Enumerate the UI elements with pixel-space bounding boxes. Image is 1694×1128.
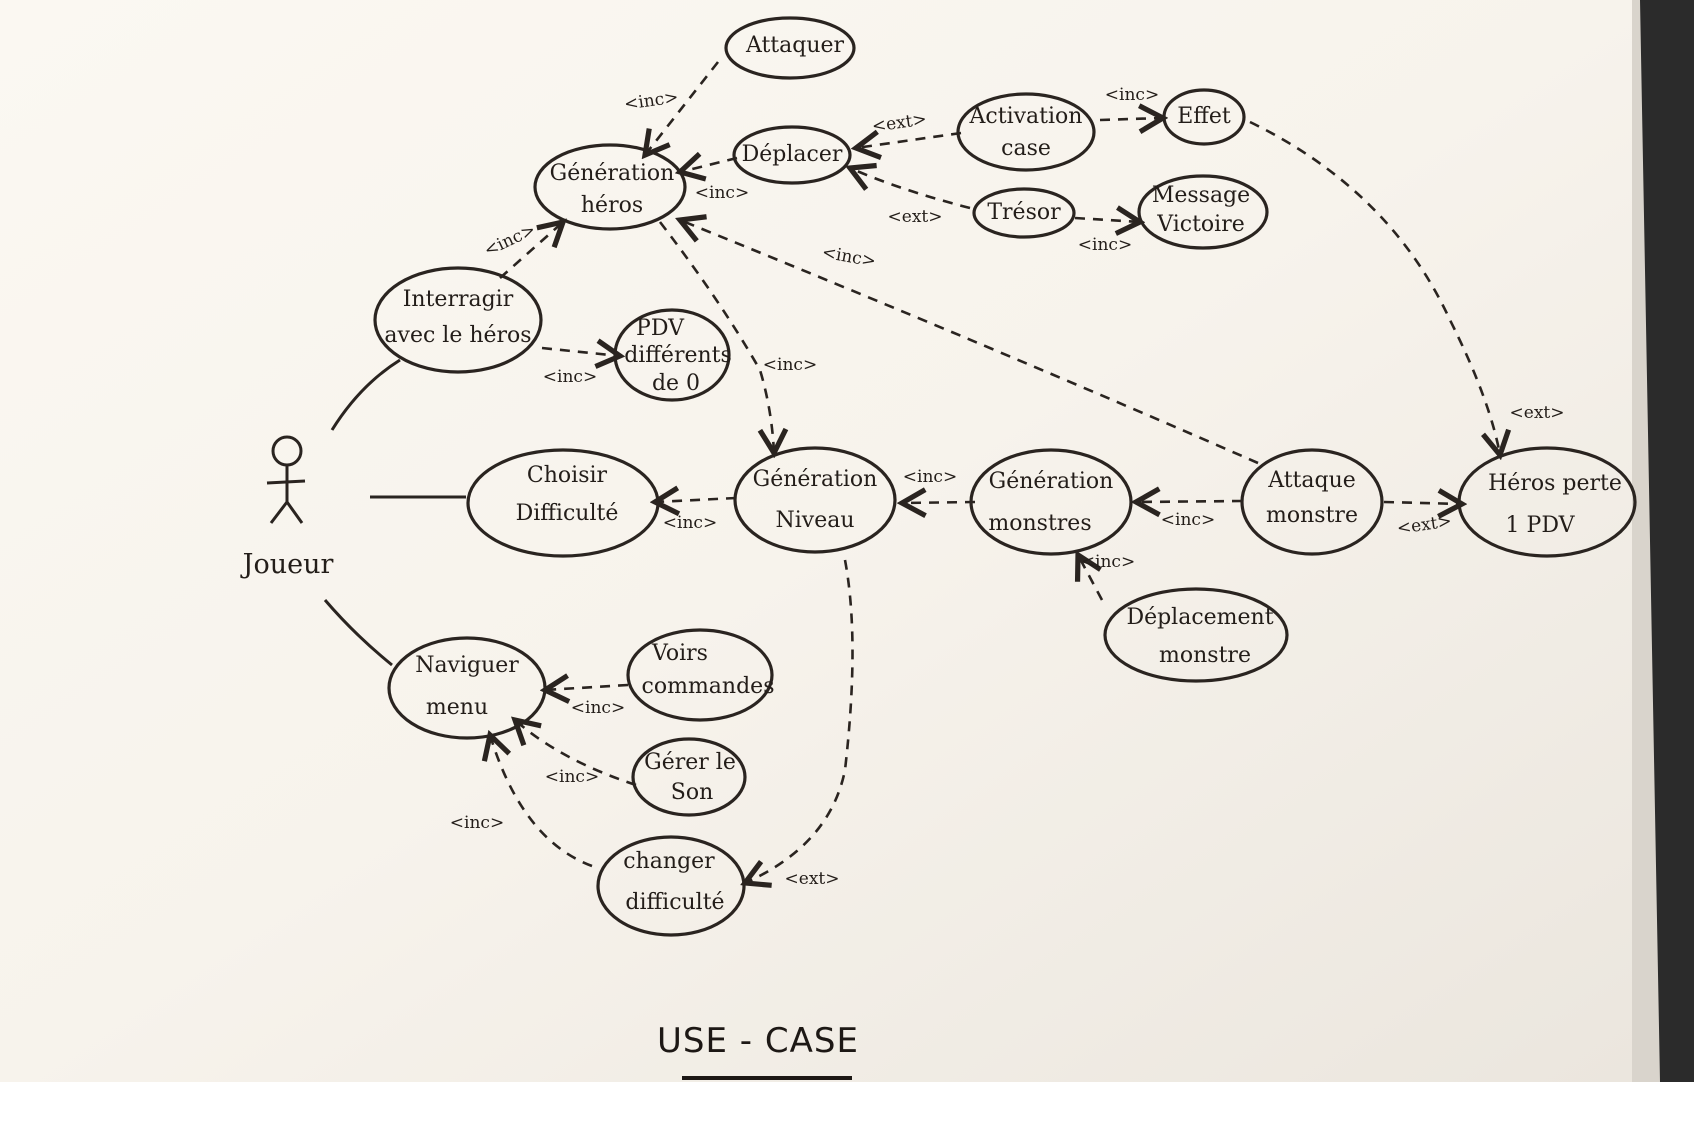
svg-text:Génération: Génération [753,467,878,492]
svg-text:Voirs: Voirs [651,641,708,666]
dep-gerer-son-naviguer [515,720,637,787]
use-case-choisir-difficulte[interactable]: Choisir Difficulté [466,448,660,558]
actor-arms [266,479,306,485]
dep-changer-naviguer [490,735,593,868]
stereo-inc-11: <inc> [1161,510,1215,530]
dep-niveau-choisir [655,498,737,502]
svg-text:Difficulté: Difficulté [516,501,619,526]
svg-text:menu: menu [426,695,488,720]
use-case-message-victoire[interactable]: Message Victoire [1137,174,1269,250]
stereo-inc-13: <inc> [571,698,625,718]
use-case-activation-case[interactable]: Activation case [956,92,1096,172]
dep-generation-heros-niveau [658,221,774,453]
svg-text:Trésor: Trésor [987,200,1061,225]
svg-text:héros: héros [581,193,643,218]
svg-text:commandes: commandes [642,674,775,699]
svg-text:Choisir: Choisir [527,463,608,488]
assoc-joueur-interagir [330,358,401,431]
svg-text:Génération: Génération [989,469,1114,494]
use-case-attaquer[interactable]: Attaquer [724,16,856,80]
svg-text:Interragir: Interragir [403,287,514,312]
assoc-joueur-naviguer [323,599,393,667]
use-case-heros-perte[interactable]: Héros perte 1 PDV [1457,446,1637,558]
svg-text:1 PDV: 1 PDV [1506,513,1576,538]
stereo-ext-2: <ext> [888,207,943,227]
svg-text:Génération: Génération [550,161,675,186]
stereo-inc-15: <inc> [450,813,504,833]
stereo-inc-3: <inc> [1105,85,1159,105]
stereo-ext-5: <ext> [785,869,840,889]
use-case-attaque-monstre[interactable]: Attaque monstre [1240,448,1384,556]
use-case-naviguer-menu[interactable]: Naviguer menu [387,636,547,740]
use-case-deplacer[interactable]: Déplacer [732,125,852,185]
svg-text:Attaquer: Attaquer [745,33,845,58]
use-case-diagram: Joueur <inc> <inc> <ext> <inc> <ext> <in… [0,0,1660,1082]
stereo-inc-14: <inc> [545,767,599,787]
svg-text:monstres: monstres [988,511,1091,536]
dep-attaque-monstre-generation-heros [680,220,1259,465]
dep-voir-commandes-naviguer [545,685,629,690]
svg-text:changer: changer [623,849,715,874]
actor-name: Joueur [240,549,334,580]
stereo-inc-4: <inc> [1078,235,1132,255]
dep-niveau-changer [745,559,854,883]
dep-tresor-message [1074,218,1140,222]
svg-text:difficulté: difficulté [625,890,724,915]
dep-deplacement-monstres [1078,555,1104,601]
use-case-effet[interactable]: Effet [1162,88,1246,146]
svg-text:avec le héros: avec le héros [384,323,531,348]
stereo-inc-6: <inc> [543,367,597,387]
use-case-generation-niveau[interactable]: Génération Niveau [733,446,897,554]
dep-deplacer-generation-heros [680,158,738,172]
stereo-ext-3: <ext> [1510,403,1565,423]
dep-interagir-generation-heros [499,222,563,279]
use-case-voir-commandes[interactable]: Voirs commandes [626,628,775,722]
svg-text:Naviguer: Naviguer [415,653,519,678]
use-case-gerer-son[interactable]: Gérer le Son [631,737,747,817]
dep-attaquer-generation-heros [645,61,720,155]
diagram-title: USE - CASE [657,1021,859,1061]
svg-text:PDV: PDV [636,316,685,341]
svg-text:Son: Son [671,780,714,805]
dep-attaque-monstre-heros-perte [1383,502,1462,504]
use-case-generation-heros[interactable]: Génération héros [533,143,687,231]
use-case-generation-monstres[interactable]: Génération monstres [969,448,1133,556]
use-case-pdv[interactable]: PDV différents de 0 [613,308,732,402]
dep-interagir-pdv [541,348,620,356]
dep-effet-heros-perte [1249,120,1500,455]
svg-text:de 0: de 0 [652,371,700,396]
svg-text:case: case [1001,136,1051,161]
svg-text:Attaque: Attaque [1267,468,1356,493]
svg-text:Gérer le: Gérer le [644,750,736,775]
paper-curl [1620,0,1660,1082]
svg-text:Déplacement: Déplacement [1126,605,1273,630]
use-case-deplacement-monstre[interactable]: Déplacement monstre [1103,587,1289,683]
svg-text:Message: Message [1152,183,1250,208]
dep-monstres-niveau [902,502,976,503]
page-margin [0,1082,1694,1128]
dep-tresor-deplacer [850,168,971,210]
stereo-inc-2: <inc> [695,183,749,203]
use-case-changer-difficulte[interactable]: changer difficulté [596,835,746,937]
actor-leg-left [269,501,289,524]
use-case-interagir[interactable]: Interragir avec le héros [373,266,543,374]
actor-joueur[interactable]: Joueur [240,435,334,580]
svg-text:monstre: monstre [1159,643,1251,668]
actor-leg-right [285,501,304,524]
svg-text:Victoire: Victoire [1156,212,1245,237]
svg-text:Héros perte: Héros perte [1488,471,1622,496]
svg-text:monstre: monstre [1266,503,1358,528]
svg-text:Niveau: Niveau [775,508,854,533]
svg-text:différents: différents [624,343,732,368]
stereo-inc-12: <inc> [1081,552,1135,572]
stereo-inc-7: <inc> [763,355,817,375]
svg-text:Activation: Activation [969,104,1083,129]
svg-text:Déplacer: Déplacer [742,142,843,167]
stereo-inc-10: <inc> [903,467,957,487]
use-case-tresor[interactable]: Trésor [972,187,1076,239]
stereo-inc-9: <inc> [663,513,717,533]
svg-text:Effet: Effet [1177,104,1231,129]
